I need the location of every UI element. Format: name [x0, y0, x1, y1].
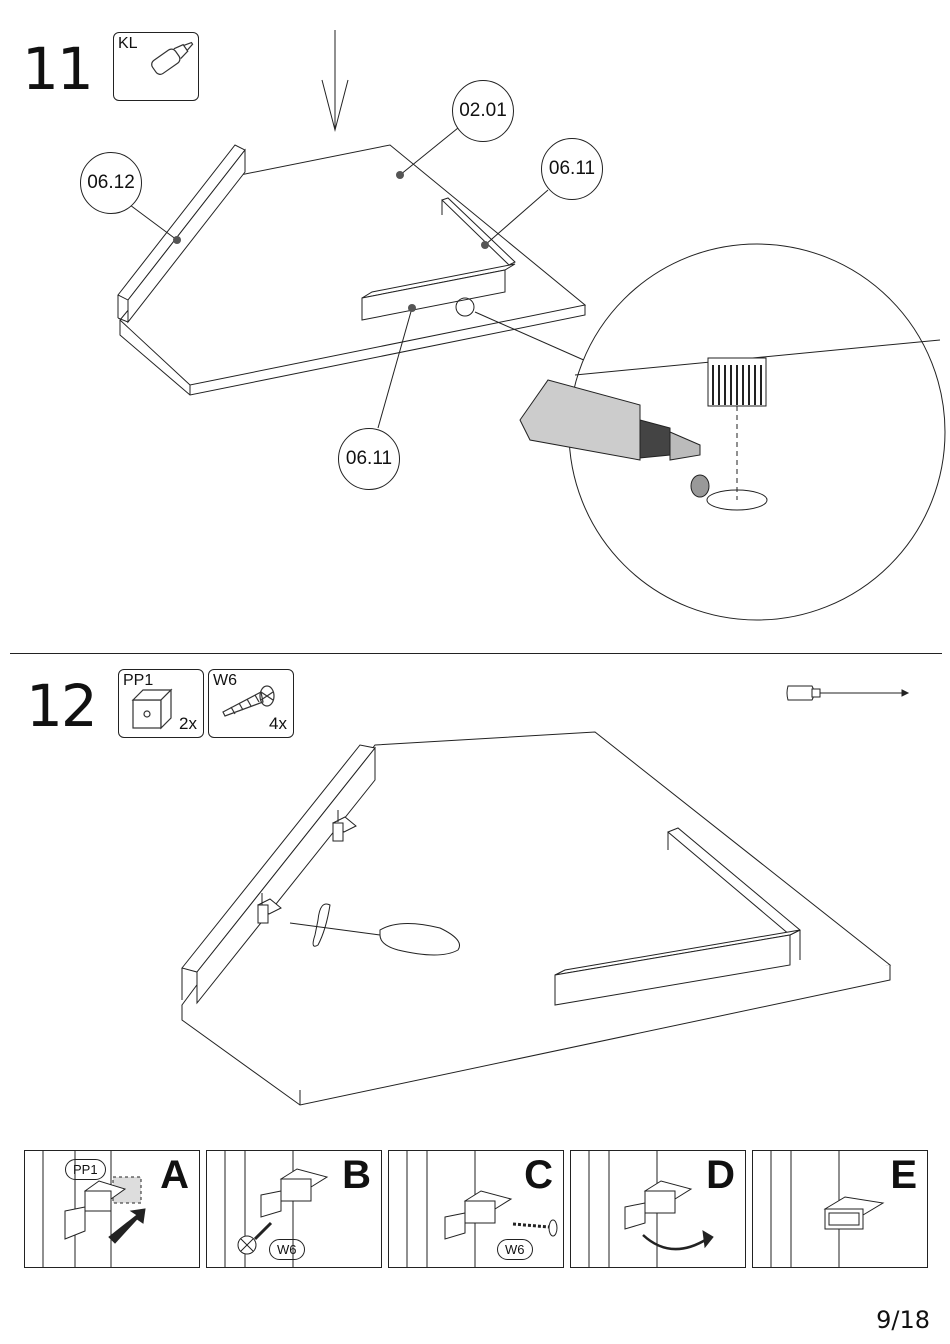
substep-c: C W6 [388, 1150, 564, 1268]
substep-b-illustration [207, 1151, 382, 1268]
substep-b: B W6 [206, 1150, 382, 1268]
substep-d: D [570, 1150, 746, 1268]
substep-c-illustration [389, 1151, 564, 1268]
page-number: 9/18 [876, 1306, 930, 1334]
substep-a-illustration [25, 1151, 200, 1268]
substep-e: E [752, 1150, 928, 1268]
substep-a: A PP1 [24, 1150, 200, 1268]
substep-d-illustration [571, 1151, 746, 1268]
substep-e-illustration [753, 1151, 928, 1268]
